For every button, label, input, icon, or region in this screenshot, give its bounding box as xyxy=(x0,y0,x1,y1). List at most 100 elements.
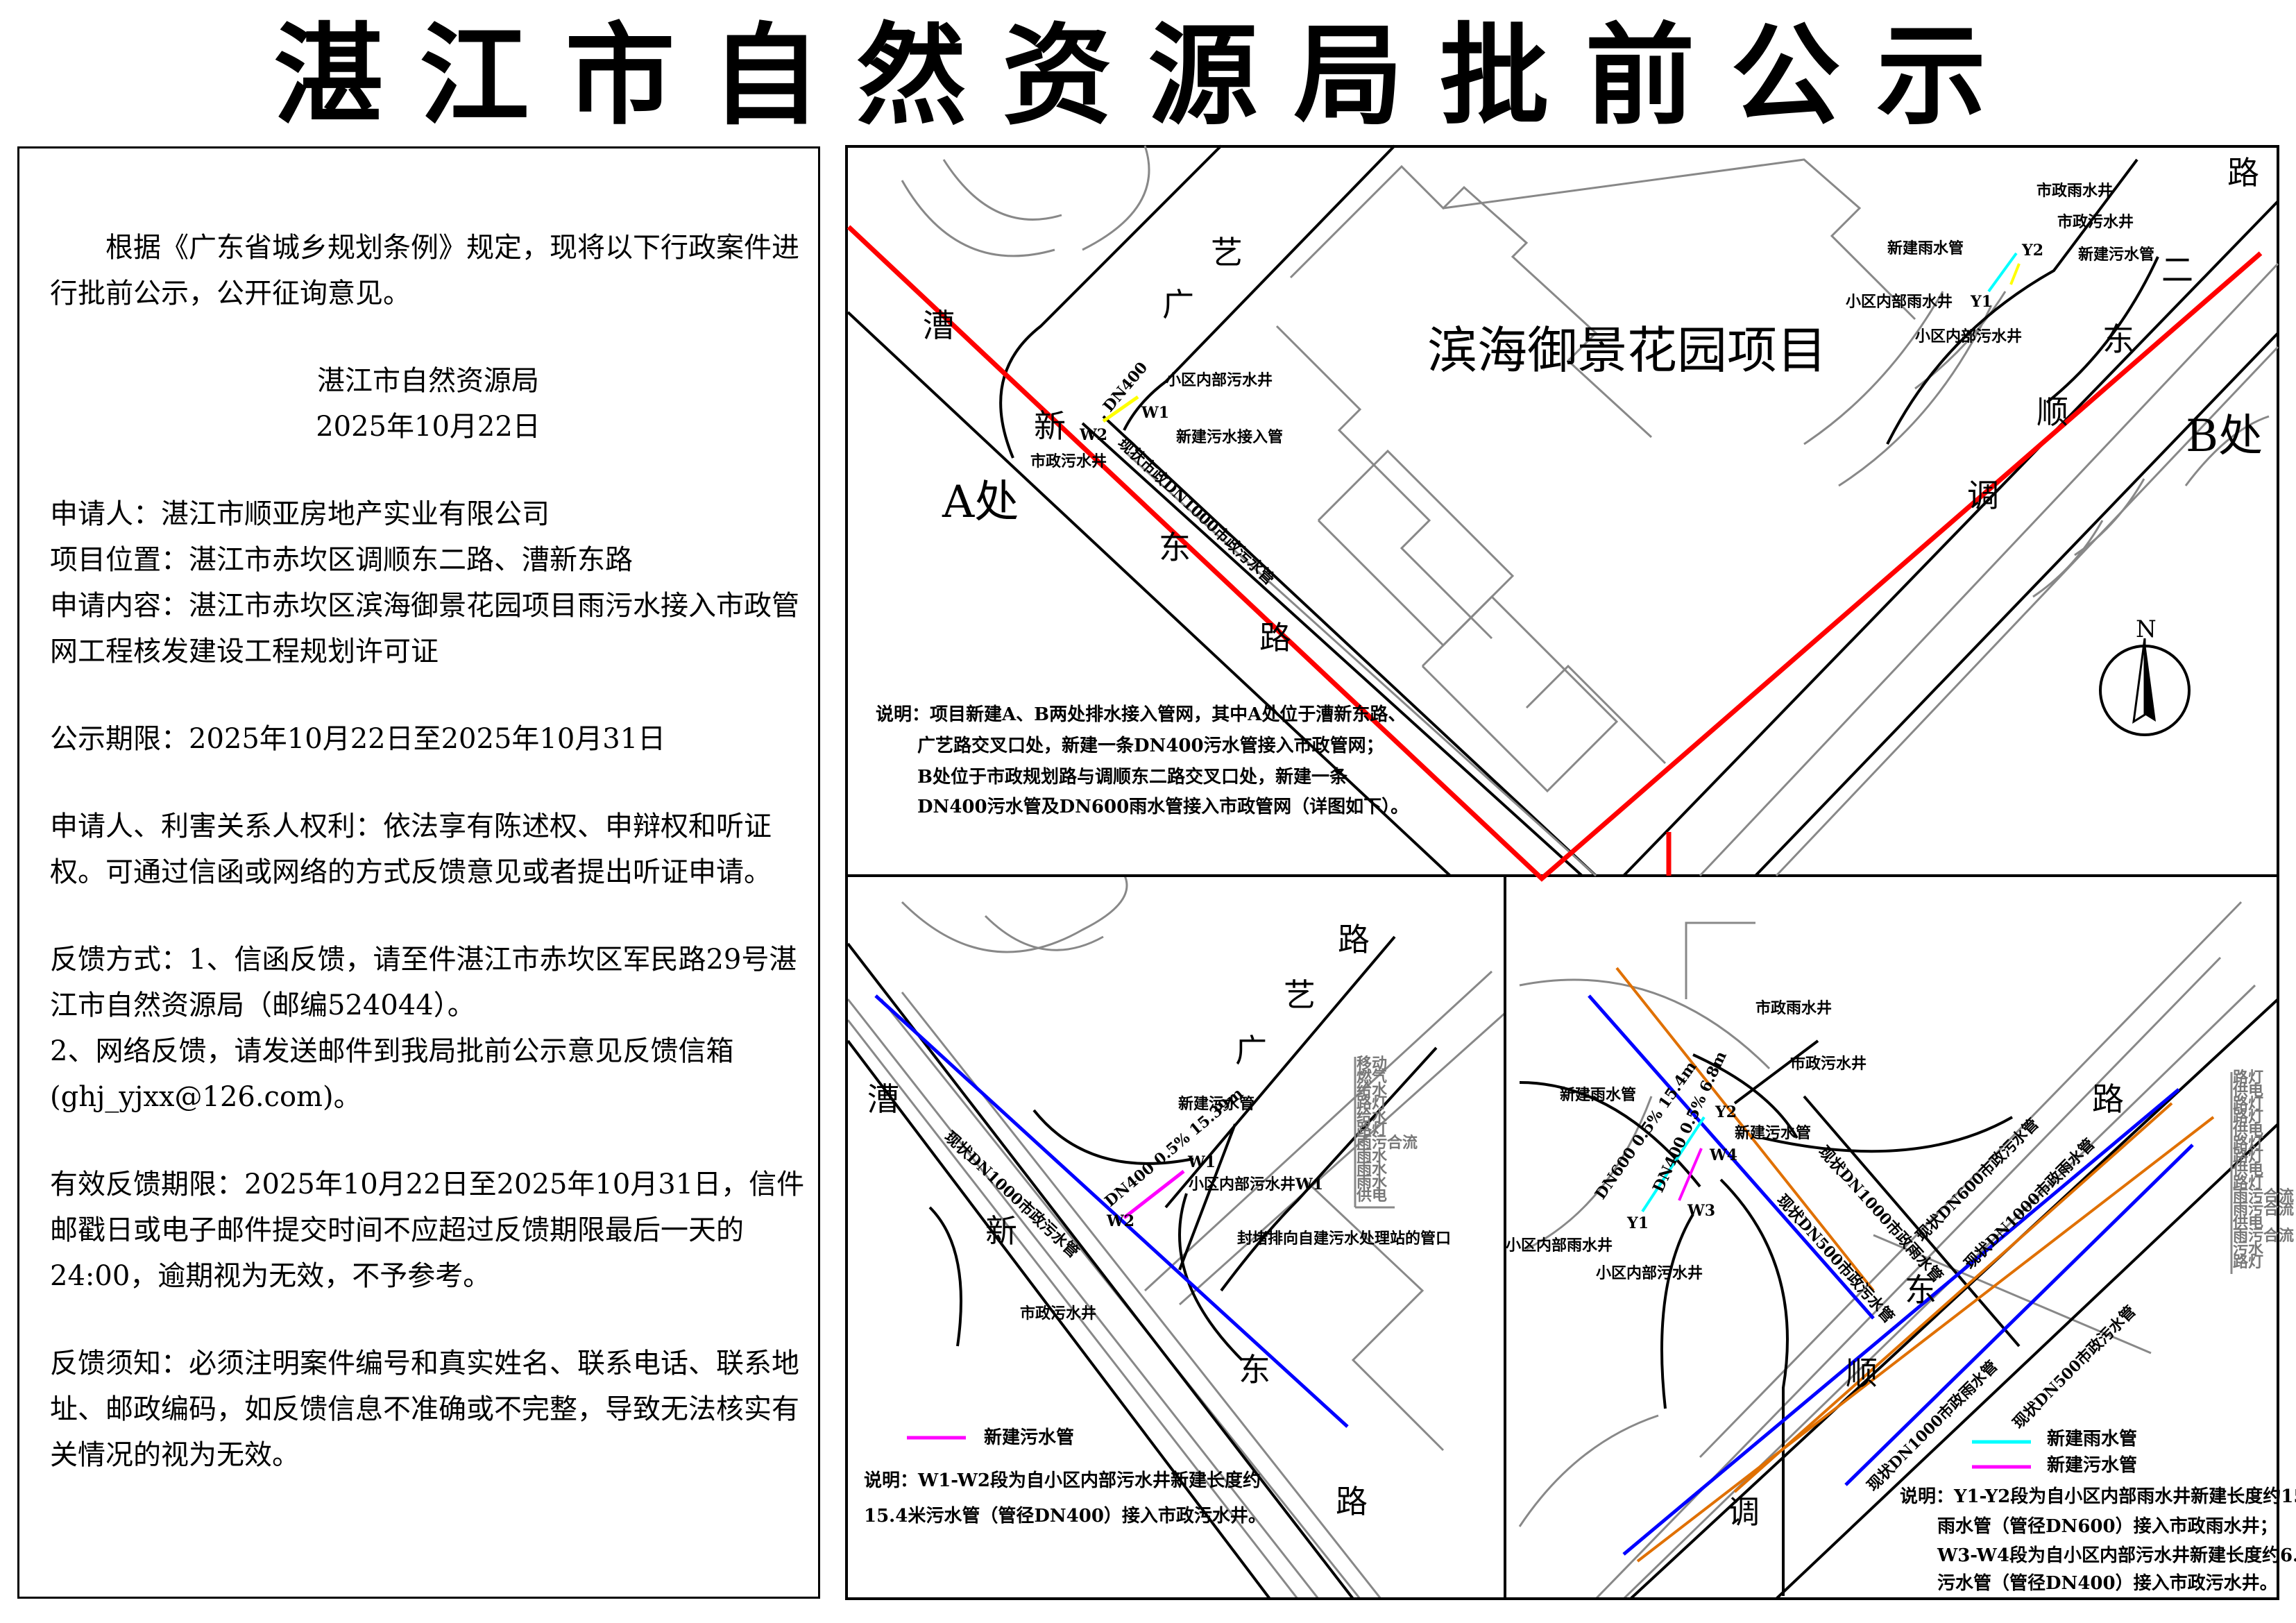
overview-note-line: DN400污水管及DN600雨水管接入市政管网（详图如下）。 xyxy=(917,796,1409,817)
city-rain-well-label: 市政雨水井 xyxy=(1755,999,1832,1017)
road-name-char: 路 xyxy=(1338,921,1370,958)
detail-a-map: 漕 新 东 路 广 艺 路 现状DN1000市政污水管 DN400 0.5% 1… xyxy=(848,877,1504,1597)
road-name-char: 艺 xyxy=(1284,976,1316,1014)
project-red-line xyxy=(847,225,2263,882)
inner-rain-label: 小区内部雨水井 xyxy=(1506,1237,1613,1255)
utility-label: 燃气 xyxy=(1357,1068,1387,1086)
inner-sewage-label: 小区内部污水井 xyxy=(1596,1264,1703,1282)
road-name-char: 路 xyxy=(1259,619,1291,656)
pipe-label: 现状DN500市政污水管 xyxy=(2009,1302,2139,1432)
utility-label: 雨污合流 xyxy=(2233,1227,2294,1245)
utility-label: 移动 xyxy=(1357,1055,1387,1073)
city-well-label: 市政污水井 xyxy=(1020,1305,1096,1323)
road-name-char: 东 xyxy=(1239,1351,1270,1388)
utility-label: 路灯 xyxy=(2233,1135,2263,1153)
road-edges xyxy=(847,144,2279,877)
road-name-char: 路 xyxy=(1336,1483,1368,1520)
road-name-char: 新 xyxy=(985,1212,1017,1250)
city-rain-well-label: 市政雨水井 xyxy=(2036,182,2113,200)
overview-note-line: 说明：项目新建A、B两处排水接入管网，其中A处位于漕新东路、 xyxy=(876,704,1406,725)
road-name-char: 东 xyxy=(1905,1271,1937,1309)
utility-label: 雨污合流 xyxy=(2233,1200,2294,1218)
city-well-label: 市政污水井 xyxy=(1030,452,1107,470)
y1-label: Y1 xyxy=(1626,1214,1649,1232)
site-a-label: A处 xyxy=(942,477,1019,528)
utility-label: 给水 xyxy=(1357,1081,1388,1099)
notice-feedback-1: 反馈方式：1、信函反馈，请至件湛江市赤坎区军民路29号湛江市自然资源局（邮编52… xyxy=(50,944,797,1021)
road-name-char: 东 xyxy=(2102,321,2134,358)
utility-label: 供电 xyxy=(2232,1121,2263,1139)
notice-issuer: 湛江市自然资源局 xyxy=(317,365,539,397)
w3-label: W3 xyxy=(1687,1202,1715,1220)
inner-rain-label: 小区内部雨水井 xyxy=(1846,293,1953,311)
building-outlines xyxy=(901,145,2270,793)
road-name-char: 漕 xyxy=(923,307,955,344)
utility-label: 路灯 xyxy=(2233,1095,2263,1113)
notice-instructions: 反馈须知：必须注明案件编号和真实姓名、联系电话、联系地址、邮政编码，如反馈信息不… xyxy=(50,1348,799,1471)
page-title: 湛江市自然资源局批前公示 xyxy=(273,12,2023,140)
utility-label: 路灯 xyxy=(1357,1094,1387,1112)
north-arrow: N xyxy=(2099,615,2191,736)
new-sewage-pipe-b xyxy=(2009,263,2021,285)
new-sewage-pipe xyxy=(1678,1148,1703,1201)
map-frame xyxy=(845,145,2279,1600)
utility-label: 雨水 xyxy=(1357,1174,1388,1191)
overview-note-line: B处位于市政规划路与调顺东二路交叉口处，新建一条 xyxy=(917,766,1348,788)
detail-a-note-line: 说明：W1-W2段为自小区内部污水井新建长度约 xyxy=(864,1470,1261,1491)
w2-label: W2 xyxy=(1106,1212,1134,1230)
y2-label: Y2 xyxy=(1715,1103,1737,1121)
existing-rain-pipes xyxy=(1588,994,2194,1556)
detail-b-map: 路 东 顺 调 市政雨水井 市政污水井 新建雨水管 新建污水管 小区内部雨水井 … xyxy=(1506,901,2296,1597)
utility-list: 路灯 供电 路灯 路灯 供电 路灯 路灯 供电 路灯 雨污合流 雨污合流 供电 … xyxy=(2230,1069,2294,1274)
detail-b-note-line: W3-W4段为自小区内部污水井新建长度约6.8米 xyxy=(1937,1545,2296,1566)
detail-b-note-line: 说明：Y1-Y2段为自小区内部雨水井新建长度约15.4米 xyxy=(1900,1486,2296,1507)
road-name-char: 艺 xyxy=(1211,234,1243,271)
notice-date: 2025年10月22日 xyxy=(316,411,541,443)
new-pipe-a xyxy=(1102,395,1139,423)
legend-sewage-label: 新建污水管 xyxy=(2047,1454,2137,1476)
north-label: N xyxy=(2136,615,2157,643)
new-pipe-label: 新建污水接入管 xyxy=(1176,428,1283,446)
existing-sewage-pipe xyxy=(874,994,1349,1428)
w1-label: W1 xyxy=(1187,1153,1216,1171)
pipe-label: 现状DN1000市政雨水管 xyxy=(1864,1357,2001,1495)
notice-text: 根据《广东省城乡规划条例》规定，现将以下行政案件进行批前公示，公开征询意见。 湛… xyxy=(50,225,806,1478)
notice-panel: 根据《广东省城乡规划条例》规定，现将以下行政案件进行批前公示，公开征询意见。 湛… xyxy=(17,146,820,1599)
utility-label: 雨污合流 xyxy=(2233,1187,2294,1205)
y2-label: Y2 xyxy=(2021,241,2043,260)
city-sewage-well-label: 市政污水井 xyxy=(1790,1055,1866,1073)
y1-label: Y1 xyxy=(1970,293,1992,311)
utility-label: 雨污合流 xyxy=(1357,1134,1418,1152)
utility-label: 供电 xyxy=(2232,1082,2263,1100)
new-rain-pipe-b xyxy=(1987,252,2018,293)
utility-label: 路灯 xyxy=(2233,1148,2263,1166)
new-sewage-label: 新建污水管 xyxy=(1735,1124,1811,1142)
inner-well-label: 小区内部污水井 xyxy=(1166,371,1273,389)
utility-label: 路灯 xyxy=(2233,1174,2263,1192)
new-rain-label: 新建雨水管 xyxy=(1887,239,1964,257)
utility-label: 路灯 xyxy=(2233,1253,2263,1271)
legend-sewage-label: 新建污水管 xyxy=(984,1427,1074,1448)
new-pipe-label: 新建污水管 xyxy=(1178,1095,1255,1113)
utility-label: 给水 xyxy=(1357,1107,1388,1125)
detail-a-note-line: 15.4米污水管（管径DN400）接入市政污水井。 xyxy=(864,1505,1266,1527)
road-name-char: 广 xyxy=(1235,1032,1267,1069)
notice-feedback-2[interactable]: 2、网络反馈，请发送邮件到我局批前公示意见反馈信箱(ghj_yjxx@126.c… xyxy=(50,1035,734,1113)
detail-b-note-line: 污水管（管径DN400）接入市政污水井。 xyxy=(1937,1572,2278,1594)
notice-content: 申请内容：湛江市赤坎区滨海御景花园项目雨污水接入市政管网工程核发建设工程规划许可… xyxy=(50,590,799,668)
detail-b-note-line: 雨水管（管径DN600）接入市政雨水井； xyxy=(1937,1515,2278,1537)
new-sewage-label: 新建污水管 xyxy=(2078,246,2154,264)
inner-well-label: 小区内部污水井W1 xyxy=(1189,1175,1323,1193)
road-name-char: 新 xyxy=(1034,407,1066,445)
utility-label: 路灯 xyxy=(1357,1121,1387,1139)
w4-label: W4 xyxy=(1709,1146,1737,1164)
notice-location: 项目位置：湛江市赤坎区调顺东二路、漕新东路 xyxy=(50,544,633,576)
utility-label: 供电 xyxy=(2232,1214,2263,1232)
utility-list: 移动 燃气 给水 路灯 给水 路灯 雨污合流 雨水 雨水 雨水 供电 xyxy=(1354,1055,1418,1209)
utility-label: 路灯 xyxy=(2233,1108,2263,1126)
utility-label: 污水 xyxy=(2233,1241,2264,1258)
seal-label: 封堵排向自建污水处理站的管口 xyxy=(1237,1230,1451,1248)
notice-intro: 根据《广东省城乡规划条例》规定，现将以下行政案件进行批前公示，公开征询意见。 xyxy=(50,232,799,309)
road-name-char: 调 xyxy=(1728,1493,1760,1531)
